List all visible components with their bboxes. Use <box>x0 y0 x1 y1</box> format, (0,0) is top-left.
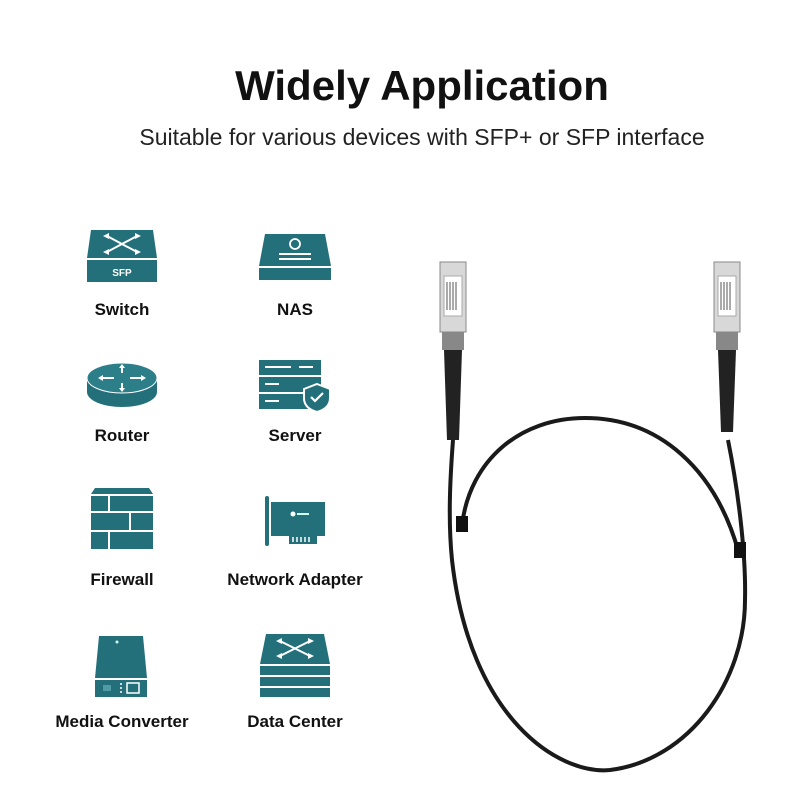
device-label: Server <box>268 426 322 445</box>
page-subtitle: Suitable for various devices with SFP+ o… <box>139 124 705 150</box>
device-router: Router <box>32 362 212 462</box>
device-server: Server <box>205 358 385 458</box>
cable-tie-right <box>734 542 746 558</box>
nas-icon <box>259 234 331 280</box>
device-firewall: Firewall <box>32 488 212 598</box>
device-nas: NAS <box>205 232 385 332</box>
data-center-icon <box>260 634 330 697</box>
sfp-badge: SFP <box>112 268 132 279</box>
network-adapter-icon <box>265 496 325 546</box>
sfp-connector-right <box>713 261 741 432</box>
device-label: Switch <box>94 300 150 319</box>
device-label: Data Center <box>247 712 343 731</box>
device-label: Firewall <box>90 570 154 589</box>
device-label: NAS <box>277 300 313 319</box>
device-switch: SFP Switch <box>32 228 212 328</box>
device-media-converter: Media Converter <box>32 636 212 736</box>
page-title: Widely Application <box>235 62 609 109</box>
cable-tie-left <box>456 516 468 532</box>
device-data-center: Data Center <box>205 634 385 734</box>
device-label: Network Adapter <box>227 570 363 589</box>
device-label: Router <box>94 426 150 445</box>
cable-loop <box>447 415 748 773</box>
sfp-connector-left <box>439 261 467 440</box>
router-icon <box>86 362 158 407</box>
firewall-icon <box>91 488 153 549</box>
media-converter-icon <box>95 636 147 697</box>
device-label: Media Converter <box>55 712 189 731</box>
device-network-adapter: Network Adapter <box>205 496 385 596</box>
switch-icon: SFP <box>87 230 157 282</box>
server-icon <box>259 360 331 412</box>
